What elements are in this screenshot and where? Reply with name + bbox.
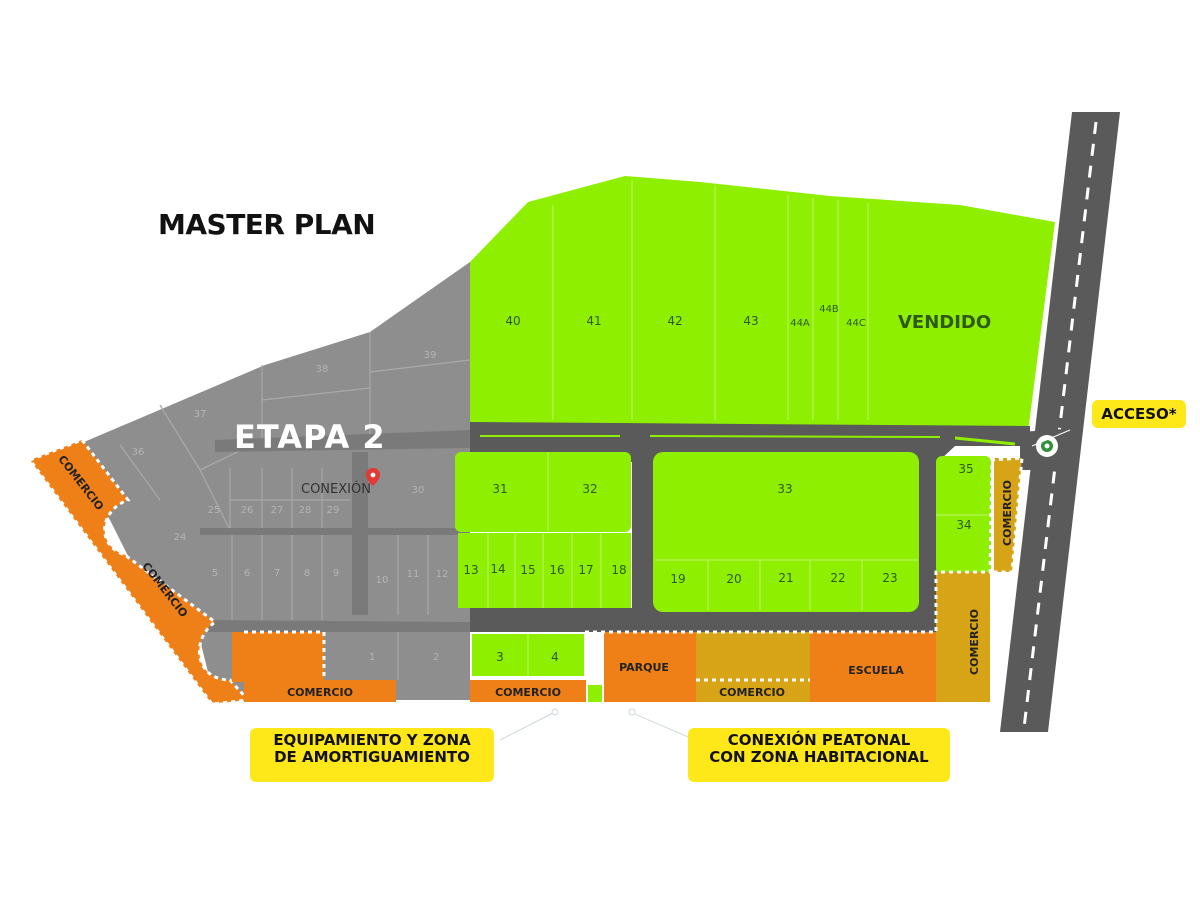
lot-30: 30 bbox=[412, 485, 425, 496]
lot-35: 35 bbox=[958, 462, 973, 476]
lot-40: 40 bbox=[505, 314, 520, 328]
lot-12: 12 bbox=[436, 569, 449, 580]
lot-13: 13 bbox=[463, 563, 478, 577]
lot-10: 10 bbox=[376, 575, 389, 586]
lot-5: 5 bbox=[212, 568, 218, 579]
conexion-label: CONEXIÓN bbox=[301, 481, 371, 497]
comercio-label-vertical-1: COMERCIO bbox=[968, 609, 981, 675]
lot-25: 25 bbox=[208, 505, 221, 516]
map-pin-icon bbox=[366, 468, 380, 486]
lot-4: 4 bbox=[551, 650, 559, 664]
lot-18: 18 bbox=[611, 563, 626, 577]
buffer-zone-line-2: DE AMORTIGUAMIENTO bbox=[274, 748, 470, 767]
lot-8: 8 bbox=[304, 568, 310, 579]
lot-44a: 44A bbox=[790, 318, 810, 329]
access-point-icon[interactable] bbox=[1036, 435, 1058, 457]
sold-lot-labels: 40 41 42 43 44B 44A 44C 31 32 33 35 34 1… bbox=[463, 304, 973, 664]
lot-21: 21 bbox=[778, 571, 793, 585]
lot-29: 29 bbox=[327, 505, 340, 516]
lot-44c: 44C bbox=[846, 318, 866, 329]
lot-11: 11 bbox=[407, 569, 420, 580]
access-callout: ACCESO* bbox=[1092, 400, 1186, 428]
stage-label: ETAPA 2 bbox=[234, 418, 386, 456]
commercial-zones bbox=[27, 438, 1024, 706]
sold-lot-lines bbox=[487, 180, 990, 676]
stage2-streets bbox=[200, 430, 470, 632]
lot-44b: 44B bbox=[819, 304, 839, 315]
lot-16: 16 bbox=[549, 563, 564, 577]
lot-6: 6 bbox=[244, 568, 250, 579]
page-title: MASTER PLAN bbox=[158, 208, 376, 241]
lot-39: 39 bbox=[424, 350, 437, 361]
sold-area-north bbox=[470, 176, 1055, 432]
buffer-zone-line-1: EQUIPAMIENTO Y ZONA bbox=[273, 731, 471, 749]
stage2-lot-labels: 39 38 37 36 30 24 25 26 27 28 29 5 6 7 8… bbox=[132, 350, 449, 663]
lot-33: 33 bbox=[777, 482, 792, 496]
lot-32: 32 bbox=[582, 482, 597, 496]
lot-31: 31 bbox=[492, 482, 507, 496]
comercio-label-bottom-1: COMERCIO bbox=[287, 686, 353, 699]
escuela-label: ESCUELA bbox=[848, 664, 904, 677]
lot-24: 24 bbox=[174, 532, 187, 543]
stage2-lot-lines bbox=[119, 332, 471, 680]
lot-42: 42 bbox=[667, 314, 682, 328]
lot-17: 17 bbox=[578, 563, 593, 577]
sold-label: VENDIDO bbox=[898, 312, 991, 333]
lot-41: 41 bbox=[586, 314, 601, 328]
lot-19: 19 bbox=[670, 572, 685, 586]
buffer-zone-callout: EQUIPAMIENTO Y ZONA DE AMORTIGUAMIENTO bbox=[250, 728, 494, 782]
lot-26: 26 bbox=[241, 505, 254, 516]
lot-15: 15 bbox=[520, 563, 535, 577]
lot-20: 20 bbox=[726, 572, 741, 586]
lot-34: 34 bbox=[956, 518, 971, 532]
lot-9: 9 bbox=[333, 568, 339, 579]
lot-7: 7 bbox=[274, 568, 280, 579]
lot-2: 2 bbox=[433, 652, 439, 663]
lot-14: 14 bbox=[490, 562, 505, 576]
lot-43: 43 bbox=[743, 314, 758, 328]
lot-1: 1 bbox=[369, 652, 375, 663]
lot-28: 28 bbox=[299, 505, 312, 516]
comercio-label-vertical-2: COMERCIO bbox=[1001, 480, 1014, 546]
lot-27: 27 bbox=[271, 505, 284, 516]
lot-36: 36 bbox=[132, 447, 145, 458]
lot-38: 38 bbox=[316, 364, 329, 375]
lot-3: 3 bbox=[496, 650, 504, 664]
sold-blocks bbox=[455, 452, 991, 676]
pedestrian-connection-callout: CONEXIÓN PEATONAL CON ZONA HABITACIONAL bbox=[688, 728, 950, 782]
lot-23: 23 bbox=[882, 571, 897, 585]
parque-label: PARQUE bbox=[619, 661, 669, 674]
comercio-label-bottom-3: COMERCIO bbox=[719, 686, 785, 699]
lot-22: 22 bbox=[830, 571, 845, 585]
comercio-label-bottom-2: COMERCIO bbox=[495, 686, 561, 699]
lot-37: 37 bbox=[194, 409, 207, 420]
pedestrian-line-1: CONEXIÓN PEATONAL bbox=[727, 731, 911, 749]
pedestrian-line-2: CON ZONA HABITACIONAL bbox=[709, 748, 929, 767]
